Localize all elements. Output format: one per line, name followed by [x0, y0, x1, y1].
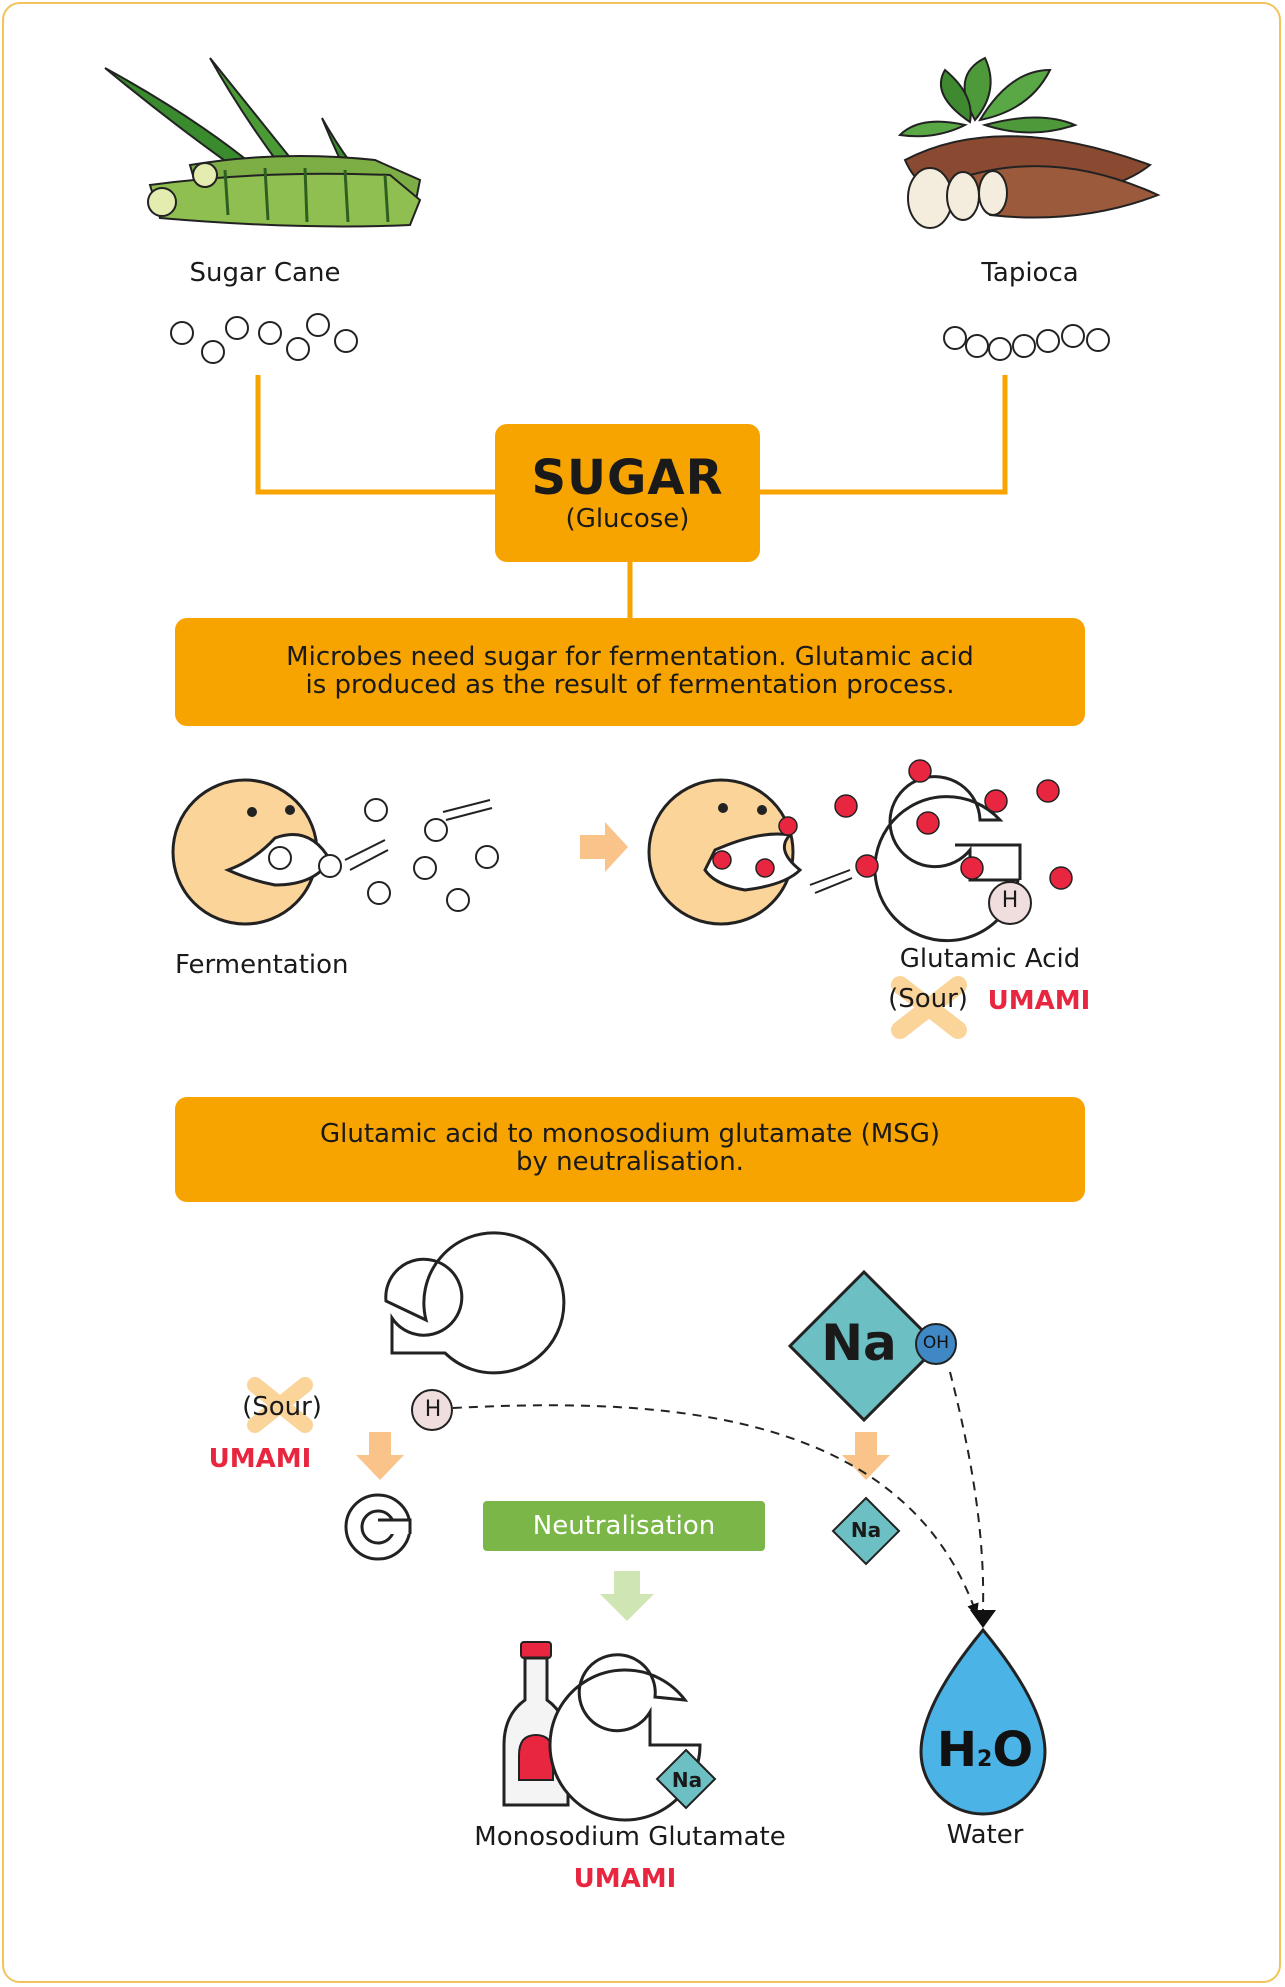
sugar-cane-illustration	[104, 57, 422, 228]
msg-label: Monosodium Glutamate	[474, 1822, 786, 1852]
naoh-oh-symbol: OH	[922, 1333, 950, 1353]
fermentation-info-line2: is produced as the result of fermentatio…	[305, 670, 955, 700]
process-arrow-right	[580, 822, 628, 872]
msg-glutamate-molecule	[548, 1653, 717, 1822]
acid-h-symbol: H	[424, 1397, 442, 1422]
neutralisation-button-label: Neutralisation	[532, 1511, 716, 1541]
glutamic-umami-label: UMAMI	[987, 986, 1091, 1016]
neutralisation-info-line2: by neutralisation.	[516, 1147, 744, 1177]
sodium-ion-symbol: Na	[850, 1518, 882, 1542]
neutralisation-info-box: Glutamic acid to monosodium glutamate (M…	[175, 1097, 1085, 1202]
acid-umami-label: UMAMI	[208, 1444, 312, 1474]
sour-cross-mark-2	[247, 1377, 313, 1433]
water-sub: 2	[977, 1747, 993, 1772]
glutamic-h-symbol: H	[1001, 888, 1019, 913]
water-arrowhead	[970, 1610, 996, 1628]
water-formula: H2O	[930, 1722, 1040, 1778]
down-arrow-orange-left	[356, 1432, 404, 1480]
sugar-cane-label: Sugar Cane	[189, 258, 341, 288]
msg-na-symbol: Na	[671, 1768, 703, 1792]
tapioca-molecules	[943, 324, 1110, 361]
down-arrow-orange-right	[842, 1432, 890, 1480]
fermentation-info-line1: Microbes need sugar for fermentation. Gl…	[286, 642, 974, 672]
tapioca-label: Tapioca	[981, 258, 1079, 288]
microbe-producing-glutamic-acid	[647, 778, 803, 926]
sugar-box: SUGAR (Glucose)	[495, 424, 760, 562]
water-label: Water	[946, 1820, 1024, 1850]
tapioca-illustration	[897, 56, 1161, 229]
microbe-eating-sugar	[171, 778, 389, 926]
sodium-hydroxide	[787, 1269, 957, 1423]
sour-cross-mark	[891, 976, 967, 1039]
free-sugar-molecules	[364, 798, 499, 912]
acid-sour-label: (Sour)	[242, 1392, 322, 1422]
glutamate-small	[344, 1493, 412, 1561]
sugar-subtitle: (Glucose)	[565, 504, 690, 534]
glutamic-acid-molecule	[809, 759, 1073, 943]
msg-umami-label: UMAMI	[573, 1864, 677, 1894]
down-arrow-green	[600, 1571, 654, 1621]
glutamic-sour-label: (Sour)	[888, 984, 968, 1014]
naoh-na-symbol: Na	[821, 1314, 897, 1372]
sugar-cane-molecules	[170, 313, 358, 364]
water-h: H	[936, 1722, 978, 1778]
glutamic-acid-large	[384, 1231, 566, 1431]
fermentation-label: Fermentation	[175, 950, 349, 980]
source-connectors	[255, 375, 1008, 622]
msg-bottle	[502, 1641, 570, 1807]
fermentation-info-box: Microbes need sugar for fermentation. Gl…	[175, 618, 1085, 726]
glutamic-acid-label: Glutamic Acid	[899, 944, 1081, 974]
water-drop	[919, 1627, 1047, 1816]
neutralisation-info-line1: Glutamic acid to monosodium glutamate (M…	[320, 1119, 940, 1149]
sugar-title: SUGAR	[531, 450, 724, 506]
water-o: O	[992, 1722, 1034, 1778]
sodium-ion	[831, 1496, 901, 1566]
neutralisation-button[interactable]: Neutralisation	[483, 1501, 765, 1551]
dashed-reaction-paths	[452, 1371, 985, 1616]
